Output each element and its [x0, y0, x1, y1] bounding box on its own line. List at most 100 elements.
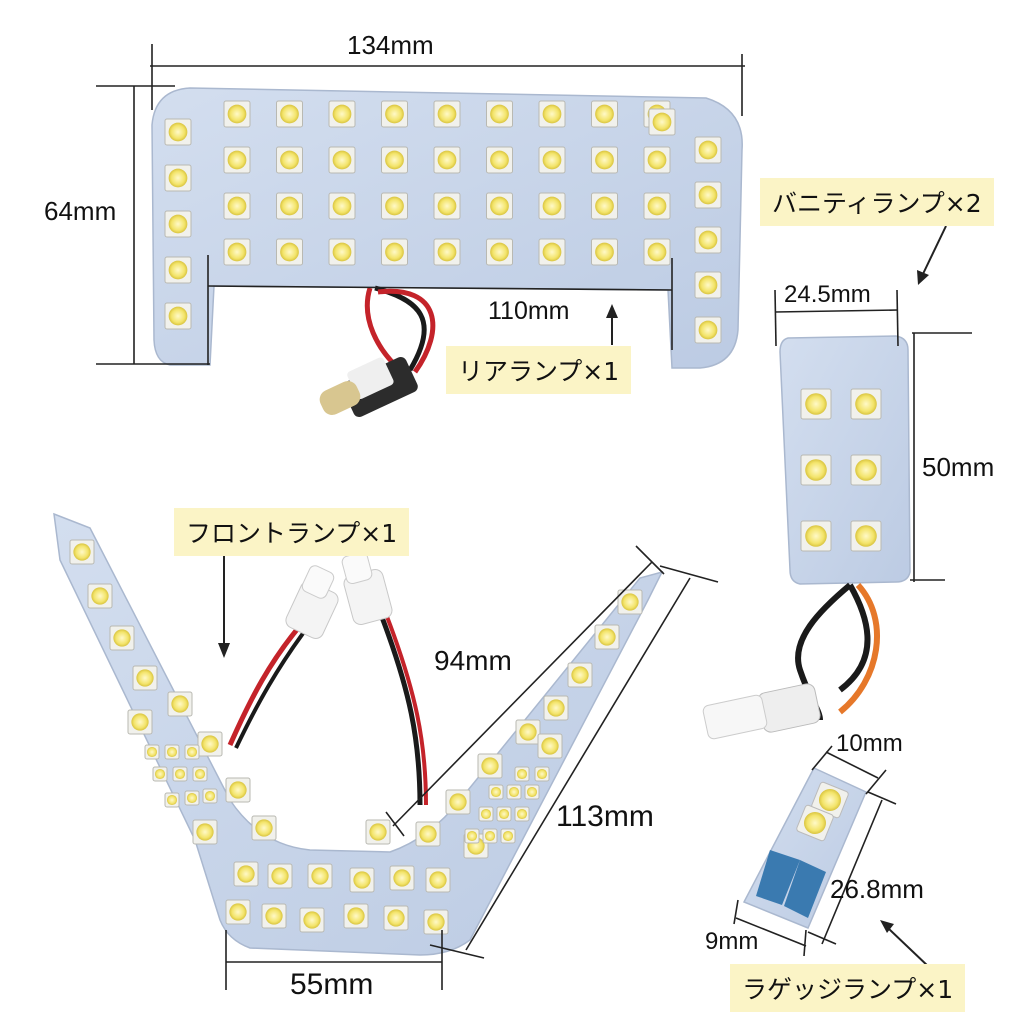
led-chip	[694, 316, 722, 344]
led-chip	[515, 719, 541, 745]
led-chip	[192, 766, 208, 782]
led-chip	[591, 192, 618, 220]
vanity-callout-arrow	[917, 225, 947, 285]
led-chip	[591, 238, 618, 266]
led-chip	[328, 238, 356, 266]
rear-width-label: 134mm	[347, 30, 434, 60]
led-chip	[500, 828, 516, 844]
led-chip	[223, 192, 251, 220]
led-chip	[433, 146, 461, 174]
front-lamp-board	[53, 512, 664, 956]
led-chip	[164, 210, 192, 238]
led-chip	[202, 788, 218, 804]
led-chip	[127, 709, 153, 735]
led-chip	[184, 744, 200, 760]
led-chip	[349, 867, 375, 893]
vanity-t10-bulb	[702, 683, 821, 740]
led-chip	[850, 520, 882, 552]
led-chip	[800, 520, 832, 552]
led-chip	[694, 136, 722, 164]
luggage-base-label: 9mm	[705, 928, 759, 955]
led-chip	[381, 146, 408, 174]
led-chip	[524, 784, 540, 800]
front-t10-bulb-left	[285, 565, 339, 639]
led-chip	[223, 146, 251, 174]
led-chip	[276, 238, 303, 266]
led-chip	[307, 863, 333, 889]
led-chip	[538, 192, 566, 220]
luggage-callout-arrow	[880, 920, 931, 969]
led-chip	[299, 907, 325, 933]
led-chip	[643, 192, 671, 220]
led-chip	[164, 302, 192, 330]
led-chip	[514, 766, 530, 782]
led-chip	[144, 744, 160, 760]
led-chip	[328, 192, 356, 220]
led-chip	[365, 819, 391, 845]
led-chip	[477, 753, 503, 779]
led-chip	[389, 865, 415, 891]
led-chip	[164, 164, 192, 192]
led-chip	[694, 181, 722, 209]
vanity-lamp-board	[702, 335, 911, 740]
led-chip	[328, 100, 356, 128]
led-chip	[478, 806, 494, 822]
led-chip	[425, 867, 451, 893]
front-lamp-callout: フロントランプ×1	[174, 508, 410, 556]
led-chip	[648, 108, 676, 136]
led-chip	[433, 192, 461, 220]
led-chip	[488, 784, 504, 800]
led-chip	[69, 539, 95, 565]
led-chip	[537, 733, 563, 759]
front-callout-arrow	[218, 556, 230, 658]
vanity-led-grid	[800, 388, 882, 552]
led-chip	[538, 238, 566, 266]
front-base-label: 55mm	[290, 968, 374, 1001]
led-chip	[591, 146, 618, 174]
rear-inner-width-label: 110mm	[488, 297, 570, 325]
led-chip	[567, 662, 593, 688]
front-t10-bulb-right	[341, 551, 393, 626]
luggage-led-2	[796, 804, 834, 842]
led-chip	[445, 789, 471, 815]
led-chip	[464, 828, 480, 844]
vanity-lamp-callout: バニティランプ×2	[760, 178, 994, 226]
led-chip	[643, 238, 671, 266]
led-chip	[415, 821, 441, 847]
led-chip	[591, 100, 618, 128]
led-chip	[850, 454, 882, 486]
led-chip	[538, 146, 566, 174]
led-chip	[164, 792, 180, 808]
led-chip	[328, 146, 356, 174]
rear-lamp-board	[151, 87, 743, 418]
led-chip	[261, 903, 287, 929]
vanity-dimension-lines	[774, 289, 972, 582]
vanity-width-label: 24.5mm	[784, 281, 871, 308]
rear-lamp-callout: リアランプ×1	[446, 346, 632, 394]
front-dimension-lines	[225, 545, 719, 990]
luggage-led-1	[811, 781, 849, 819]
led-chip	[594, 624, 620, 650]
led-chip	[543, 695, 569, 721]
luggage-width-label: 10mm	[836, 730, 903, 757]
led-chip	[152, 766, 168, 782]
rear-callout-arrow	[606, 304, 618, 345]
led-chip	[164, 256, 192, 284]
led-chip	[381, 100, 408, 128]
led-chip	[381, 238, 408, 266]
led-chip	[197, 731, 223, 757]
led-chip	[433, 238, 461, 266]
led-chip	[267, 863, 293, 889]
led-chip	[233, 861, 259, 887]
rear-dimension-lines	[96, 44, 745, 365]
led-chip	[172, 766, 188, 782]
led-chip	[486, 238, 513, 266]
led-chip	[225, 899, 251, 925]
led-chip	[534, 766, 550, 782]
luggage-dimension-lines	[733, 745, 897, 957]
led-chip	[800, 388, 832, 420]
led-chip	[694, 226, 722, 254]
led-chip	[850, 388, 882, 420]
led-chip	[482, 828, 498, 844]
